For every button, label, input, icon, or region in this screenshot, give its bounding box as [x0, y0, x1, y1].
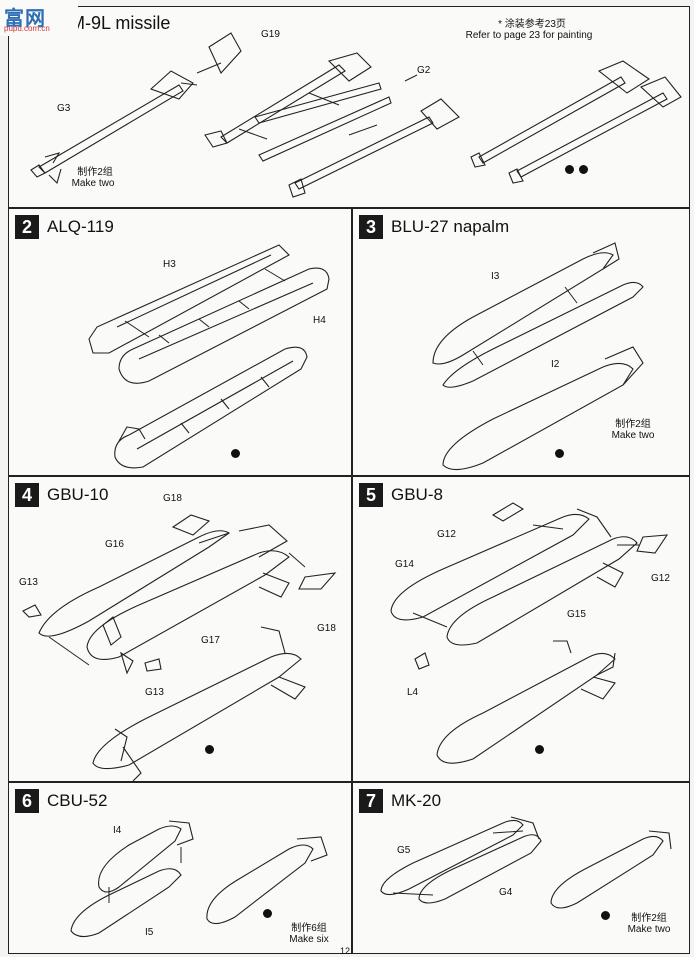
label-g12-top: G12: [437, 529, 456, 540]
label-g18-top: G18: [163, 493, 182, 504]
finish-dot: [565, 165, 574, 174]
instruction-page: AIM-9L missile * 涂装参考23页 Refer to page 2…: [8, 6, 690, 954]
label-h3: H3: [163, 259, 176, 270]
label-g17: G17: [201, 635, 220, 646]
finish-dot: [263, 909, 272, 918]
make-count-cn: 制作2组: [631, 913, 667, 924]
panel-title: CBU-52: [47, 791, 108, 810]
make-count-cn: 制作6组: [291, 923, 327, 934]
panel-title: ALQ-119: [47, 217, 114, 236]
logo-subtext: pupu.com.cn: [4, 24, 50, 33]
site-logo: 富网 pupu.com.cn: [0, 0, 78, 36]
panel-cbu52: 6 CBU-52 I4 I5 制作6组 Make six: [8, 782, 352, 954]
page-number: 12: [340, 946, 351, 956]
panel-mk20: 7 MK-20 G5 G4 制作2组 Make two: [352, 782, 690, 954]
label-g14: G14: [395, 559, 414, 570]
step-number: 2: [15, 215, 39, 239]
label-g3: G3: [57, 103, 71, 114]
panel-alq119: 2 ALQ-119 H3 H4: [8, 208, 352, 476]
make-count-en: Make two: [627, 924, 671, 935]
label-g12-right: G12: [651, 573, 670, 584]
label-i4: I4: [113, 825, 122, 836]
step-number: 7: [359, 789, 383, 813]
finish-dot: [535, 745, 544, 754]
label-g18-right: G18: [317, 623, 336, 634]
label-g13-left: G13: [19, 577, 38, 588]
finish-dot: [601, 911, 610, 920]
make-count-cn: 制作2组: [77, 167, 113, 178]
gbu10-drawing: [22, 514, 337, 782]
mk20-drawing: [380, 816, 672, 909]
blu27-drawing: [432, 242, 644, 471]
label-i2: I2: [551, 359, 560, 370]
panel-gbu10: 4 GBU-10 G18 G16 G13 G17 G18 G13: [8, 476, 352, 782]
panel-aim9l: AIM-9L missile * 涂装参考23页 Refer to page 2…: [8, 6, 690, 208]
make-count-en: Make six: [289, 934, 329, 945]
label-g15: G15: [567, 609, 586, 620]
finish-dot: [205, 745, 214, 754]
panel-title: GBU-8: [391, 485, 443, 504]
label-g19: G19: [261, 29, 280, 40]
finish-dot: [231, 449, 240, 458]
painting-note-en: Refer to page 23 for painting: [465, 30, 593, 41]
make-count-en: Make two: [71, 178, 115, 189]
finish-dot: [579, 165, 588, 174]
finish-dot: [555, 449, 564, 458]
panel-title: BLU-27 napalm: [391, 217, 510, 236]
label-g2: G2: [417, 65, 431, 76]
alq119-drawing: [88, 244, 330, 469]
step-number: 5: [359, 483, 383, 507]
label-l4: L4: [407, 687, 419, 698]
aim9l-drawing: [30, 32, 682, 198]
label-g5: G5: [397, 845, 411, 856]
panel-title: MK-20: [391, 791, 442, 810]
panel-blu27: 3 BLU-27 napalm I3 I2 制作2组 Make two: [352, 208, 690, 476]
label-i5: I5: [145, 927, 154, 938]
panel-title: GBU-10: [47, 485, 109, 504]
label-g4: G4: [499, 887, 513, 898]
step-number: 6: [15, 789, 39, 813]
gbu8-drawing: [390, 502, 669, 764]
panel-gbu8: 5 GBU-8 G12 G14 G12 G15 L4: [352, 476, 690, 782]
step-number: 3: [359, 215, 383, 239]
cbu52-drawing: [70, 820, 328, 938]
label-g16: G16: [105, 539, 124, 550]
label-h4: H4: [313, 315, 326, 326]
make-count-cn: 制作2组: [615, 419, 651, 430]
label-i3: I3: [491, 271, 500, 282]
label-g13-bottom: G13: [145, 687, 164, 698]
make-count-en: Make two: [611, 430, 655, 441]
logo-text: 富网: [4, 8, 46, 30]
painting-note-cn: * 涂装参考23页: [498, 19, 566, 30]
step-number: 4: [15, 483, 39, 507]
panel-title: AIM-9L missile: [53, 13, 171, 33]
